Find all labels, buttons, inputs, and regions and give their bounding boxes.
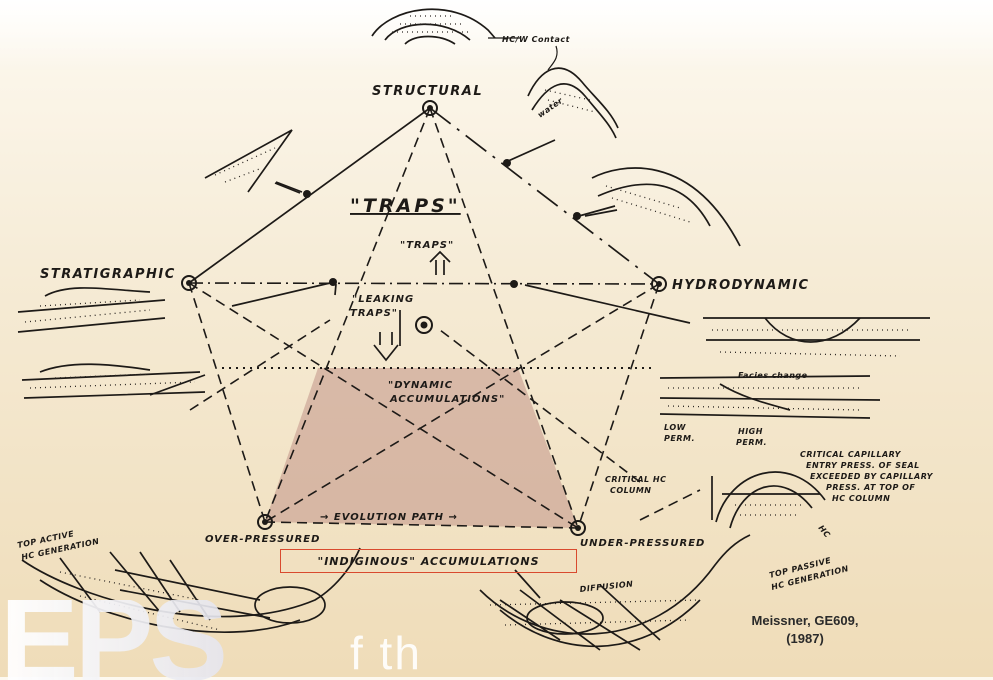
banner-big-text: EPS (0, 600, 260, 680)
label-traps-small: "TRAPS" (400, 240, 454, 251)
node-hydrodynamic (651, 276, 667, 292)
label-critical-hc-1: CRITICAL HC (605, 475, 666, 484)
structural-sketch-right (527, 45, 619, 139)
label-low-perm-1: LOW (664, 423, 687, 432)
dynamic-accumulation-zone (265, 368, 578, 528)
label-under-pressured: UNDER-PRESSURED (580, 538, 705, 549)
citation: Meissner, GE609, (1987) (740, 612, 870, 648)
label-structural: STRUCTURAL (372, 84, 483, 99)
citation-line-2: (1987) (786, 631, 824, 646)
connector-arrows (149, 139, 691, 599)
label-over-pressured: OVER-PRESSURED (205, 534, 320, 545)
label-traps-title: "TRAPS" (350, 195, 461, 217)
capillary-anticline-sketch (711, 471, 826, 529)
stratigraphic-sketch-left (17, 287, 206, 399)
label-hc: HC (816, 524, 832, 540)
label-leaking-traps-1: "LEAKING (352, 294, 414, 305)
node-structural (422, 100, 438, 116)
citation-line-1: Meissner, GE609, (751, 613, 859, 628)
hydrodynamic-sketch (659, 317, 930, 419)
nodes (181, 100, 667, 536)
node-center (415, 316, 433, 334)
label-facies-change: Facies change (738, 371, 808, 380)
label-critical-capillary-3: EXCEEDED BY CAPILLARY (810, 472, 934, 481)
label-low-perm-2: PERM. (664, 434, 695, 443)
label-high-perm-1: HIGH (738, 427, 763, 436)
node-under-pressured (570, 520, 586, 536)
label-leaking-traps-2: TRAPS" (350, 308, 398, 319)
indiginous-accumulations-box: "INDIGINOUS" ACCUMULATIONS (280, 549, 577, 573)
label-critical-hc-2: COLUMN (610, 486, 651, 495)
node-over-pressured (257, 514, 273, 530)
label-hc-contact: HC/W Contact (502, 35, 571, 44)
label-dynamic-2: ACCUMULATIONS" (389, 394, 505, 405)
banner-small-text: f th (350, 628, 422, 678)
label-evolution-path: → EVOLUTION PATH → (320, 512, 458, 523)
basin-sketch-right (479, 534, 751, 651)
label-critical-capillary-1: CRITICAL CAPILLARY (800, 450, 902, 459)
label-critical-capillary-4: PRESS. AT TOP OF (826, 483, 915, 492)
label-high-perm-2: PERM. (736, 438, 767, 447)
label-critical-capillary-5: HC COLUMN (832, 494, 890, 503)
node-stratigraphic (181, 275, 197, 291)
label-dynamic-1: "DYNAMIC (388, 380, 453, 391)
label-critical-capillary-2: ENTRY PRESS. OF SEAL (806, 461, 920, 470)
basin-sketch-left (21, 547, 361, 634)
sketch-right-middle (584, 167, 741, 247)
wedge-sketch-left (204, 129, 303, 193)
label-stratigraphic: STRATIGRAPHIC (40, 267, 176, 282)
structural-sketch-top (371, 8, 520, 45)
label-hydrodynamic: HYDRODYNAMIC (672, 278, 810, 293)
